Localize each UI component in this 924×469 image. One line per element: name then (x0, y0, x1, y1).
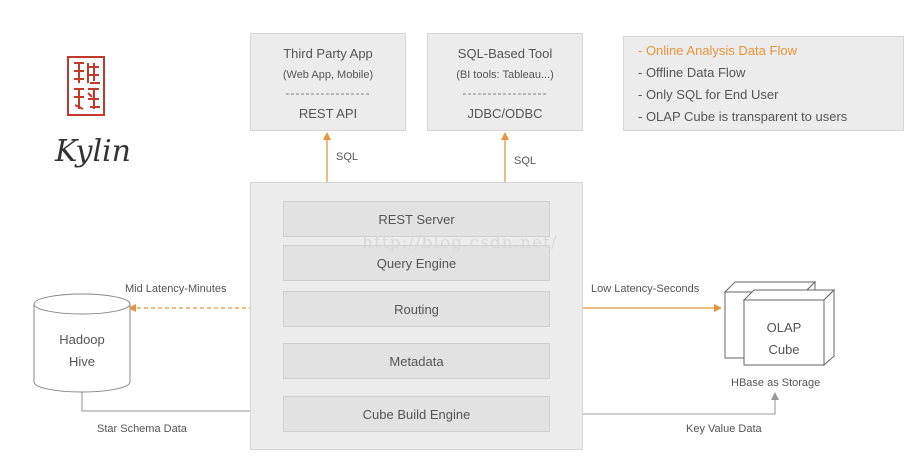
client-subtitle: (Web App, Mobile) (282, 69, 374, 81)
legend-item-sql: - Only SQL for End User (638, 87, 779, 102)
sql-label-left: SQL (336, 151, 359, 163)
component-query-engine: Query Engine (283, 245, 550, 281)
key-value-arrow (550, 392, 779, 415)
client-title: SQL-Based Tool (457, 46, 553, 61)
star-schema-label: Star Schema Data (97, 423, 187, 435)
low-latency-label: Low Latency-Seconds (591, 283, 700, 295)
legend-item-offline: - Offline Data Flow (638, 65, 746, 80)
client-api: REST API (298, 106, 358, 121)
mid-latency-label: Mid Latency-Minutes (125, 283, 227, 295)
olap-label: OLAP (766, 320, 802, 335)
component-rest-server: REST Server (283, 201, 550, 237)
component-cube-build-engine: Cube Build Engine (283, 396, 550, 432)
hadoop-label: Hadoop (59, 332, 105, 347)
legend-item-online: - Online Analysis Data Flow (638, 43, 797, 58)
sql-label-right: SQL (514, 155, 537, 167)
client-subtitle: (BI tools: Tableau...) (456, 69, 554, 81)
client-third-party-app: Third Party App (Web App, Mobile) ------… (250, 33, 406, 131)
watermark: http://blog.csdn.net/ (362, 233, 558, 253)
component-routing: Routing (283, 291, 550, 327)
hadoop-hive-cylinder: Hadoop Hive (33, 292, 131, 394)
client-separator: ----------------- (285, 86, 371, 100)
client-separator: ----------------- (462, 86, 548, 100)
cube-label: Cube (768, 342, 800, 357)
legend-item-cube: - OLAP Cube is transparent to users (638, 109, 848, 124)
star-schema-arrow (81, 392, 282, 415)
client-sql-based-tool: SQL-Based Tool (BI tools: Tableau...) --… (427, 33, 583, 131)
hbase-caption: HBase as Storage (731, 377, 821, 389)
legend-box: - Online Analysis Data Flow - Offline Da… (623, 36, 904, 131)
kylin-server: REST Server Query Engine Routing Metadat… (250, 182, 583, 450)
client-api: JDBC/ODBC (467, 106, 543, 121)
component-metadata: Metadata (283, 343, 550, 379)
olap-cube: OLAP Cube (720, 278, 836, 367)
key-value-label: Key Value Data (686, 423, 762, 435)
logo-text: Kylin (55, 134, 131, 169)
kylin-seal (66, 55, 106, 117)
hive-label: Hive (68, 354, 95, 369)
client-title: Third Party App (283, 46, 373, 61)
